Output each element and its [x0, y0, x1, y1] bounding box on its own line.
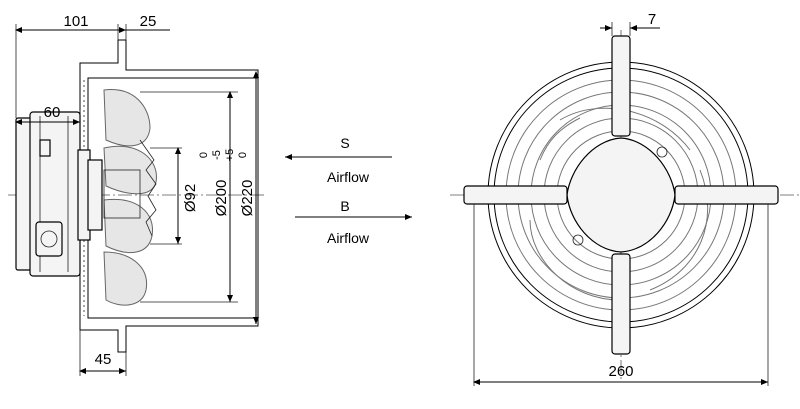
dim-inner-tol-lower: -5 — [211, 150, 223, 160]
dim-inner-diameter: Ø200 — [213, 180, 230, 217]
dim-hub-diameter: Ø92 — [182, 184, 199, 212]
front-view: 7 260 — [450, 11, 800, 386]
airflow-s-label: S — [340, 135, 349, 151]
front-hub — [566, 137, 676, 253]
dim-wire-gap: 7 — [648, 11, 656, 28]
dim-outer-tol-lower: 0 — [237, 152, 249, 158]
dim-guard-width: 260 — [608, 363, 633, 380]
support-bar-bottom — [611, 253, 631, 355]
cable-gland — [35, 221, 63, 257]
side-frame — [79, 39, 259, 353]
airflow-legend: S Airflow B Airflow — [285, 135, 412, 246]
dim-base: 45 — [95, 351, 112, 368]
dim-inner-tol-upper: 0 — [198, 152, 210, 158]
support-bar-left — [463, 185, 568, 205]
hub-sleeve — [87, 159, 103, 231]
support-bar-top — [611, 35, 631, 137]
blade-4 — [103, 251, 148, 306]
side-view: Ø92 Ø200 0 -5 Ø220 +5 0 101 25 60 45 — [8, 13, 265, 376]
dim-motor: 60 — [44, 104, 61, 121]
airflow-s-text: Airflow — [327, 169, 370, 185]
blade-3 — [103, 198, 153, 254]
dim-outer-diameter: Ø220 — [239, 180, 256, 217]
blade-1 — [103, 89, 151, 147]
dim-depth-total: 101 — [63, 13, 88, 30]
support-bar-right — [674, 185, 779, 205]
airflow-b-text: Airflow — [327, 230, 370, 246]
terminal-lug-top — [39, 139, 51, 157]
airflow-b-label: B — [340, 198, 349, 214]
dim-flange: 25 — [140, 13, 157, 30]
dim-outer-tol-upper: +5 — [224, 149, 236, 162]
